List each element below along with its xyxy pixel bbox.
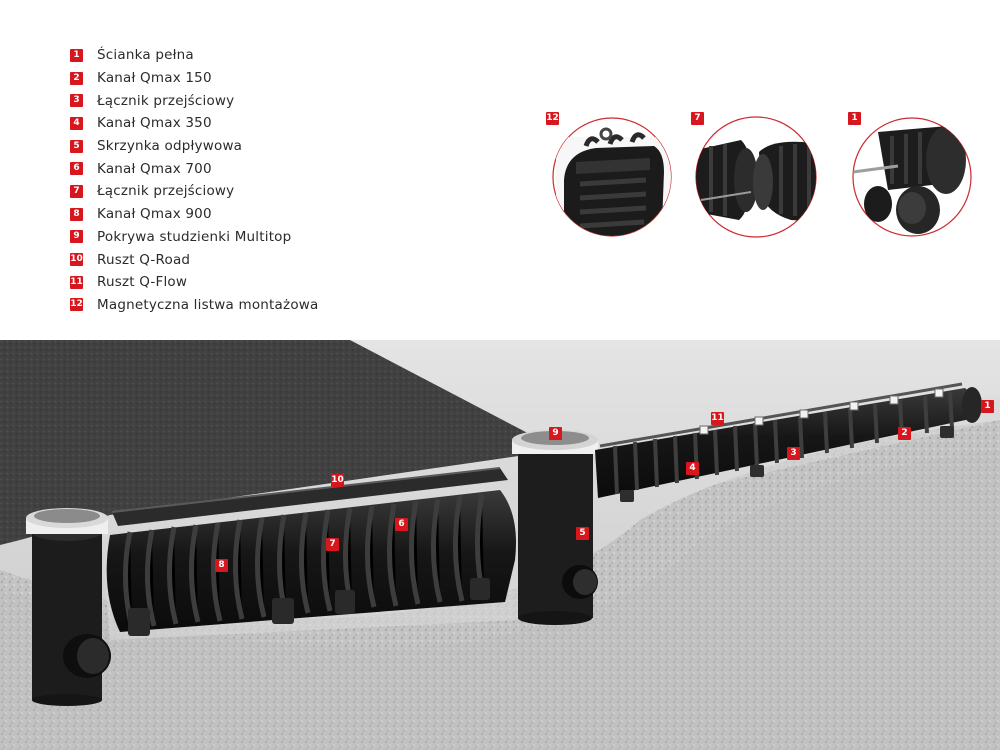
legend-number-badge: 12: [70, 298, 83, 312]
callout-end-wall: 1: [981, 400, 994, 413]
drainage-system-cutaway: 1 2 3 4 5 6 7 8 9 10 11: [0, 340, 1000, 750]
legend-label: Ruszt Q-Flow: [97, 274, 188, 291]
legend-number-badge: 5: [70, 139, 83, 153]
legend-item-3: 3 Łącznik przejściowy: [70, 89, 319, 112]
legend-item-4: 4 Kanał Qmax 350: [70, 112, 319, 135]
detail-magnetic-strip-illustration: [552, 117, 672, 237]
callout-qmax350-channel: 4: [686, 462, 699, 475]
legend-item-2: 2 Kanał Qmax 150: [70, 67, 319, 90]
legend-number-badge: 3: [70, 94, 83, 108]
legend-number-badge: 1: [70, 48, 83, 62]
legend-label: Magnetyczna listwa montażowa: [97, 296, 319, 313]
callout-transition-connector-large: 7: [326, 538, 339, 551]
callout-qmax150-channel: 2: [898, 427, 911, 440]
detail-magnetic-strip: 12: [546, 112, 676, 247]
legend-label: Łącznik przejściowy: [97, 183, 235, 200]
legend-label: Skrzynka odpływowa: [97, 138, 243, 155]
legend-item-1: 1 Ścianka pełna: [70, 44, 319, 67]
detail-end-wall-illustration: [852, 117, 972, 237]
detail-transition-connector-illustration: [695, 116, 817, 238]
drainage-system-illustration: [0, 340, 1000, 750]
legend-label: Łącznik przejściowy: [97, 92, 235, 109]
legend-number-badge: 8: [70, 207, 83, 221]
legend-label: Kanał Qmax 150: [97, 70, 212, 87]
callout-drain-box: 5: [576, 527, 589, 540]
legend-number-badge: 10: [70, 253, 83, 267]
legend-item-10: 10 Ruszt Q-Road: [70, 248, 319, 271]
legend-label: Ścianka pełna: [97, 47, 194, 64]
legend-number-badge: 6: [70, 162, 83, 176]
legend-label: Kanał Qmax 700: [97, 160, 212, 177]
legend-number-badge: 7: [70, 184, 83, 198]
legend-label: Pokrywa studzienki Multitop: [97, 228, 292, 245]
legend-number-badge: 2: [70, 71, 83, 85]
callout-transition-connector: 3: [787, 447, 800, 460]
legend-item-12: 12 Magnetyczna listwa montażowa: [70, 294, 319, 317]
callout-multitop-cover: 9: [549, 427, 562, 440]
detail-number-badge: 1: [848, 112, 861, 125]
legend-label: Ruszt Q-Road: [97, 251, 191, 268]
legend-item-11: 11 Ruszt Q-Flow: [70, 271, 319, 294]
detail-end-wall: 1: [848, 112, 978, 247]
legend-label: Kanał Qmax 350: [97, 115, 212, 132]
legend-number-badge: 4: [70, 116, 83, 130]
legend-label: Kanał Qmax 900: [97, 206, 212, 223]
callout-qmax900-channel: 8: [215, 559, 228, 572]
legend-number-badge: 11: [70, 275, 83, 289]
legend-item-9: 9 Pokrywa studzienki Multitop: [70, 226, 319, 249]
detail-number-badge: 12: [546, 112, 559, 125]
callout-qmax700-channel: 6: [395, 518, 408, 531]
legend-item-8: 8 Kanał Qmax 900: [70, 203, 319, 226]
detail-number-badge: 7: [691, 112, 704, 125]
callout-q-flow-grate: 11: [711, 412, 724, 425]
callout-q-road-grate: 10: [331, 474, 344, 487]
legend-item-6: 6 Kanał Qmax 700: [70, 157, 319, 180]
legend-item-5: 5 Skrzynka odpływowa: [70, 135, 319, 158]
detail-transition-connector: 7: [691, 112, 826, 247]
legend-number-badge: 9: [70, 230, 83, 244]
legend-item-7: 7 Łącznik przejściowy: [70, 180, 319, 203]
